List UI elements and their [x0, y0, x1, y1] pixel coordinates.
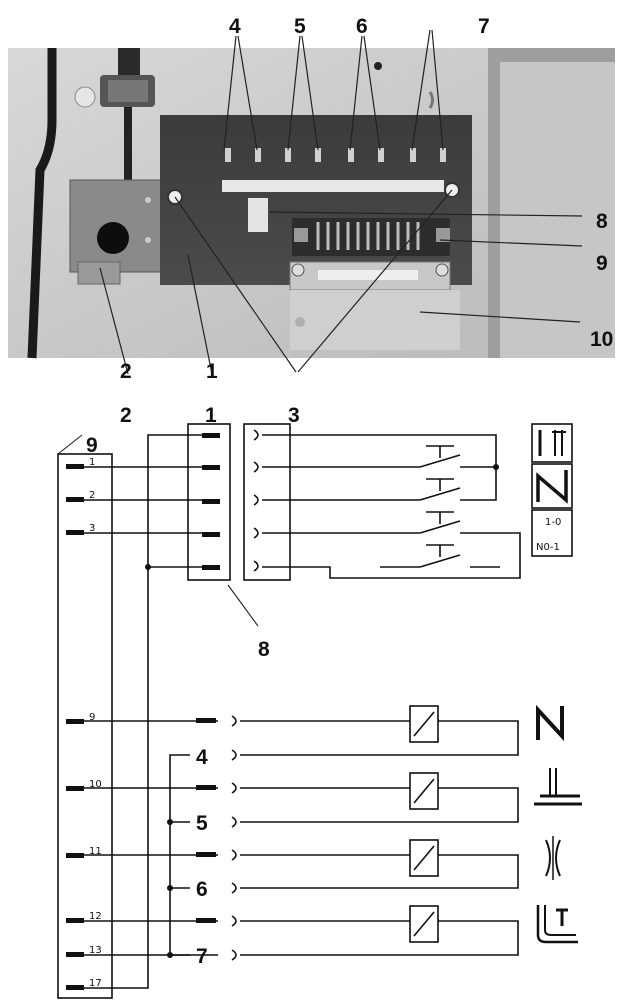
callout-4: 4: [229, 15, 241, 38]
callout-8: 8: [596, 210, 608, 233]
pin-label-13: 13: [89, 945, 102, 956]
presser-foot-icon: [534, 768, 582, 806]
label-connector-2: 2: [120, 404, 132, 427]
pin-label-10: 10: [89, 779, 102, 790]
thread-tension-icon: [545, 836, 561, 880]
screw-icon: [74, 86, 96, 108]
label-board-9: 9: [86, 434, 98, 457]
pin-label-9: 9: [89, 712, 95, 723]
pin-label-11: 11: [89, 846, 102, 857]
sewing-stitch-icon: [531, 463, 573, 509]
thread-trimmer-icon: [536, 704, 564, 742]
pin-label-17: 17: [89, 978, 102, 989]
callout-2: 2: [120, 360, 132, 380]
connector-1-block: [187, 423, 231, 581]
connector-3-block: [243, 423, 291, 581]
label-switch-6: 6: [196, 878, 208, 901]
callout-6: 6: [356, 15, 368, 38]
pin-stubs-left: [66, 464, 84, 990]
mode-text-2: N0-1: [536, 542, 560, 553]
mode-text-1: 1-0: [545, 517, 561, 528]
mode-box: 1-0 N0-1: [531, 509, 573, 557]
label-connector-8: 8: [258, 638, 270, 661]
needle-up-down-icon: [531, 423, 573, 463]
solenoid-circuits: [240, 705, 519, 956]
pin-label-12: 12: [89, 911, 102, 922]
label-switch-5: 5: [196, 812, 208, 835]
callout-9: 9: [596, 252, 608, 275]
socket-contacts: [231, 429, 259, 961]
connector-9-block: [57, 453, 113, 999]
callout-7: 7: [478, 15, 490, 38]
junction-dot: [145, 564, 151, 570]
socket-hole: [97, 222, 129, 254]
fabric-stacker-icon: [536, 905, 578, 944]
upper-wiring: [84, 434, 220, 989]
pin-label-3: 3: [89, 523, 95, 534]
pin-stubs-lower: [196, 718, 216, 923]
pin-label-2: 2: [89, 490, 95, 501]
callout-1: 1: [206, 360, 218, 380]
label-connector-3: 3: [288, 404, 300, 427]
wiring-schematic: 2 1 3 9 8 1 2 3 9 10 11 12 13 17: [57, 404, 582, 999]
switch-network: [262, 434, 521, 579]
control-board-photo: 4 5 6 7 8 9 10 2 1: [8, 15, 615, 380]
label-switch-7: 7: [196, 945, 208, 968]
pin-stubs-connector-1: [202, 433, 220, 570]
circuit-board: [160, 115, 472, 285]
label-connector-1: 1: [205, 404, 217, 427]
small-connector: [248, 198, 268, 232]
label-switch-4: 4: [196, 746, 208, 769]
callout-5: 5: [294, 15, 306, 38]
callout-10: 10: [590, 328, 613, 351]
ribbon-header: [292, 218, 450, 256]
pin-label-1: 1: [89, 457, 95, 468]
switch-contacts: [225, 148, 446, 162]
